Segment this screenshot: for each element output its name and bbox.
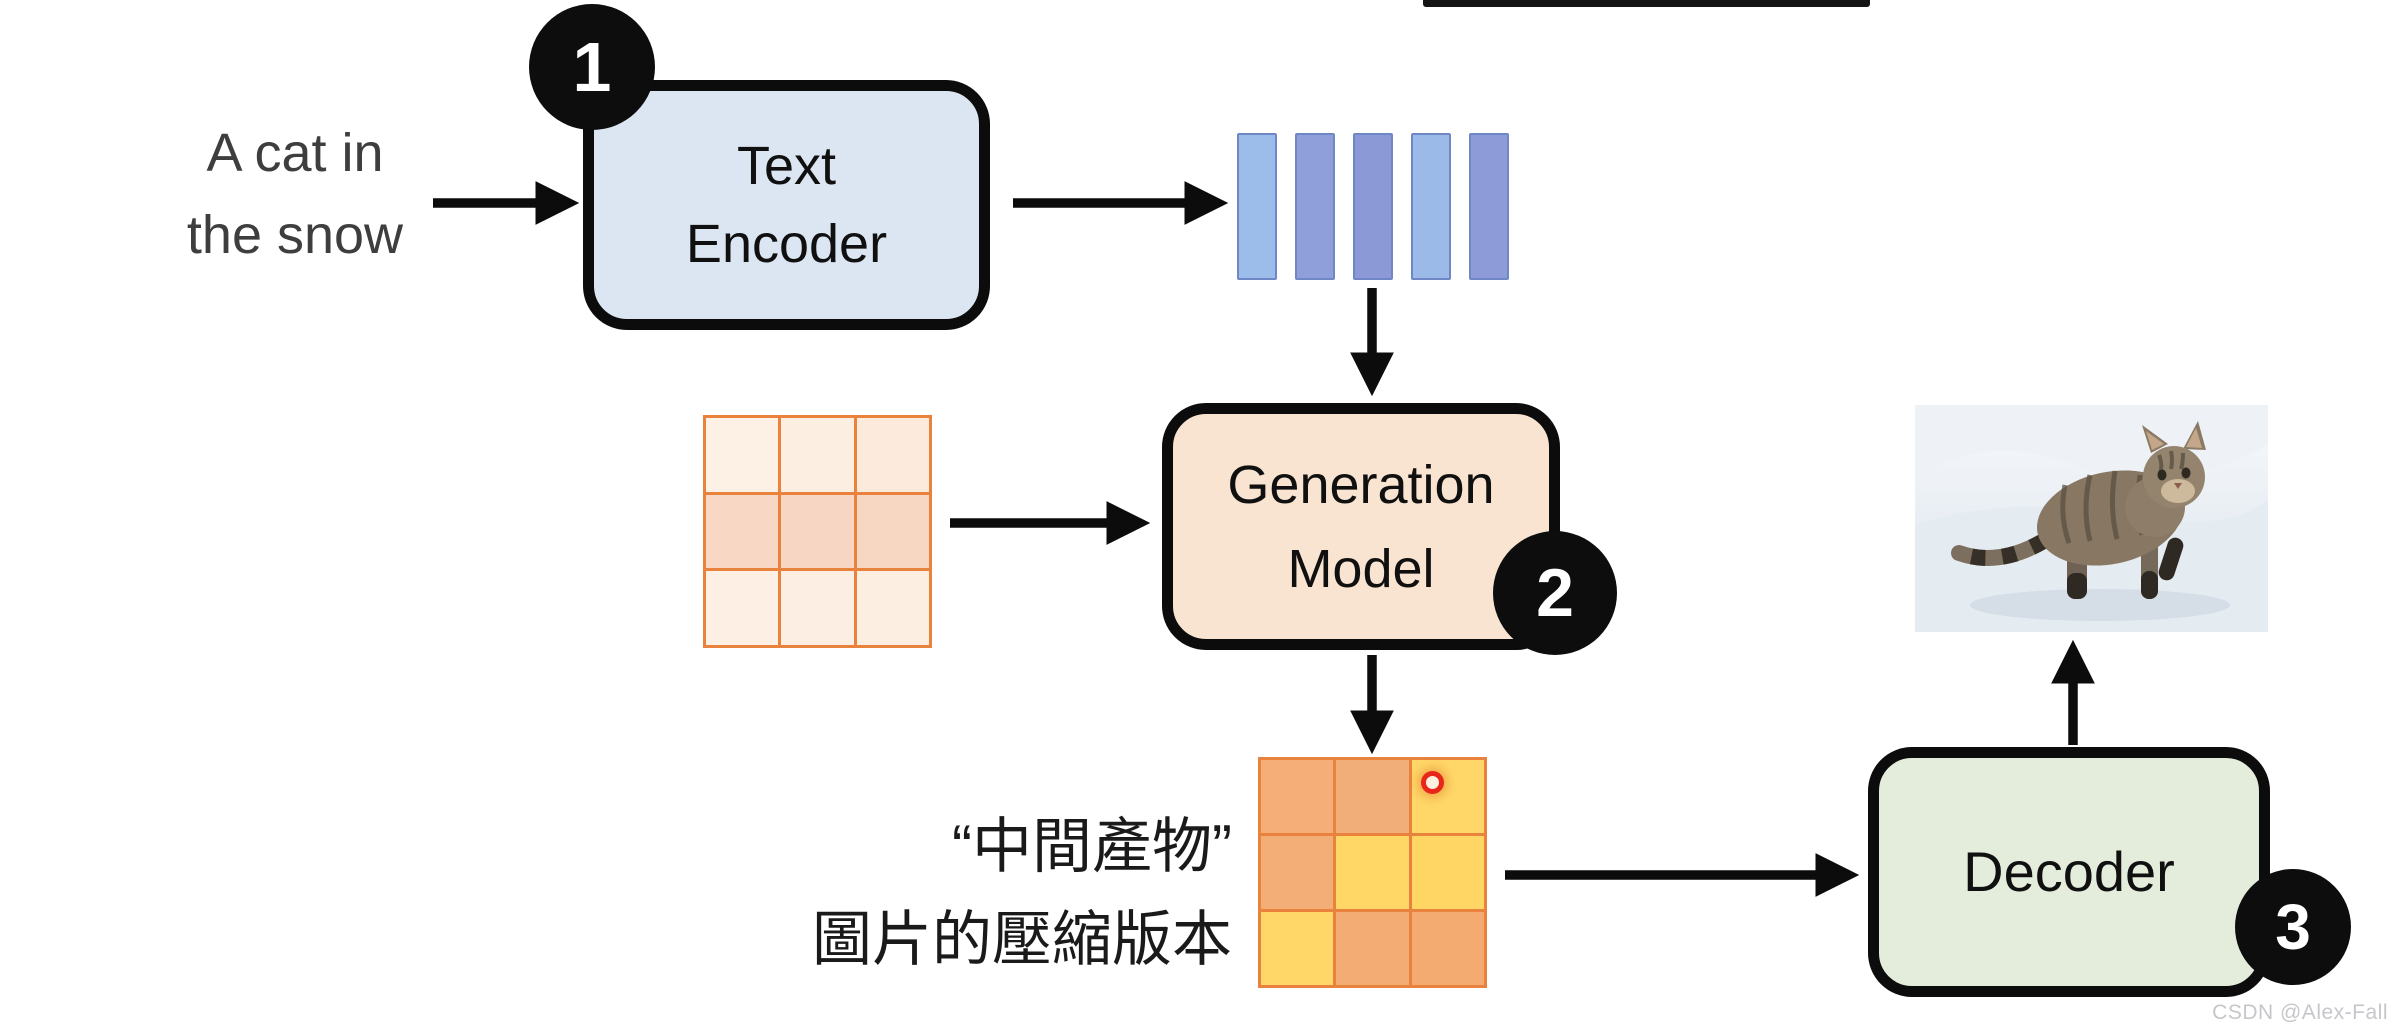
grid-cell [781,571,854,645]
decoder-box: Decoder [1868,747,2270,997]
latent-caption-line-1: “中間產物” [952,813,1232,880]
prompt-line-2: the snow [186,205,404,265]
step-3-badge: 3 [2235,869,2351,985]
embedding-bar [1237,133,1277,280]
latent-caption-line-2: 圖片的壓縮版本 [812,906,1232,973]
prompt-text: A cat in the snow [130,112,460,276]
grid-cell [706,494,779,569]
embedding-bar [1295,133,1335,280]
decoder-label: Decoder [1963,840,2175,903]
grid-cell [1261,836,1334,909]
cat-snow-image [1915,405,2268,632]
grid-cell [1411,836,1484,909]
embedding-bar [1353,133,1393,280]
text-encoder-label-line-2: Encoder [685,214,888,274]
grid-cell [781,494,854,569]
text-encoder-label-line-1: Text [736,136,837,196]
grid-cell [1261,912,1334,985]
grid-cell [1336,836,1409,909]
noise-latent-grid [703,415,932,648]
grid-cell [1261,760,1334,833]
generation-model-label-line-1: Generation [1227,454,1495,515]
embedding-bar [1411,133,1451,280]
step-1-badge: 1 [529,4,655,130]
grid-cell [856,418,929,492]
cat-figure [1951,421,2206,599]
latent-caption: “中間產物” 圖片的壓縮版本 [790,800,1232,986]
cropped-title-bar [1423,0,1870,7]
embedding-bar [1469,133,1509,280]
grid-cell [1336,760,1409,833]
sample-point-ring-icon [1421,771,1444,794]
step-2-badge: 2 [1493,531,1617,655]
grid-cell [1336,912,1409,985]
generation-model-label-line-2: Model [1287,538,1435,599]
generation-model-box: Generation Model [1162,403,1560,650]
grid-cell [781,418,854,492]
grid-cell [856,571,929,645]
grid-cell [706,571,779,645]
grid-cell [1411,760,1484,833]
grid-cell [1411,912,1484,985]
text-encoder-box: Text Encoder [583,80,990,330]
grid-cell [856,494,929,569]
prompt-line-1: A cat in [206,123,384,183]
compressed-image-grid [1258,757,1487,988]
grid-cell [706,418,779,492]
watermark: CSDN @Alex-Fall [2212,1001,2388,1024]
text-embedding-bars [1237,133,1509,280]
